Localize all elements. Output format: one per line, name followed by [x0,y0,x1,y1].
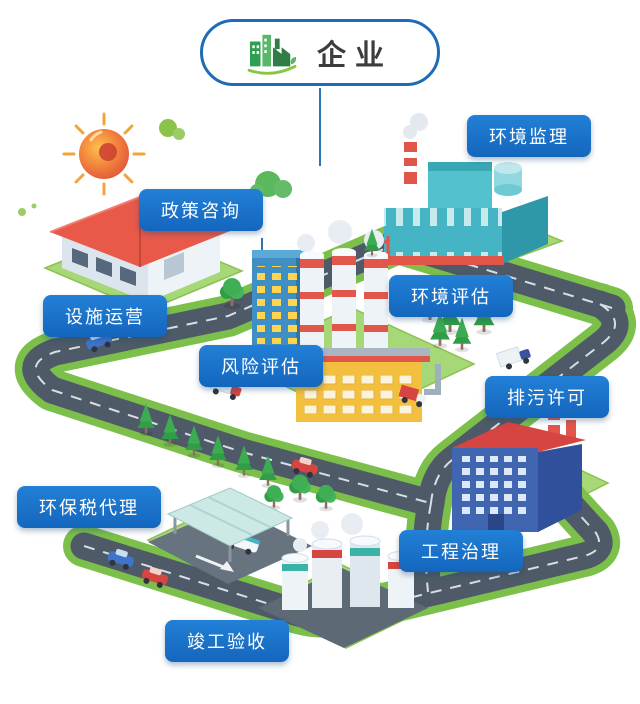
bus-station [148,487,312,584]
car [107,548,135,570]
vehicles-bottom [107,548,169,588]
truck [495,346,531,370]
service-label-policy-consulting[interactable]: 政策咨询 [139,189,263,231]
service-label-risk-assessment[interactable]: 风险评估 [199,345,323,387]
green-blob-icon [18,119,292,216]
sun-icon [62,112,146,196]
enterprise-badge[interactable]: 企业 [200,19,440,86]
service-label-environmental-supervision[interactable]: 环境监理 [467,115,591,157]
car [141,566,169,588]
factory-icon [247,34,297,75]
cooling-towers [258,513,428,648]
enterprise-title: 企业 [316,39,393,72]
car [291,457,318,478]
truck [398,384,427,408]
service-label-environmental-assessment[interactable]: 环境评估 [389,275,513,317]
service-label-discharge-permit[interactable]: 排污许可 [485,376,609,418]
service-label-environmental-tax-agency[interactable]: 环保税代理 [17,486,161,528]
red-roof-building [452,400,586,532]
service-label-engineering-treatment[interactable]: 工程治理 [399,530,523,572]
service-label-completion-acceptance[interactable]: 竣工验收 [165,620,289,662]
service-label-facility-operation[interactable]: 设施运营 [43,295,167,337]
connector-line [319,88,321,166]
